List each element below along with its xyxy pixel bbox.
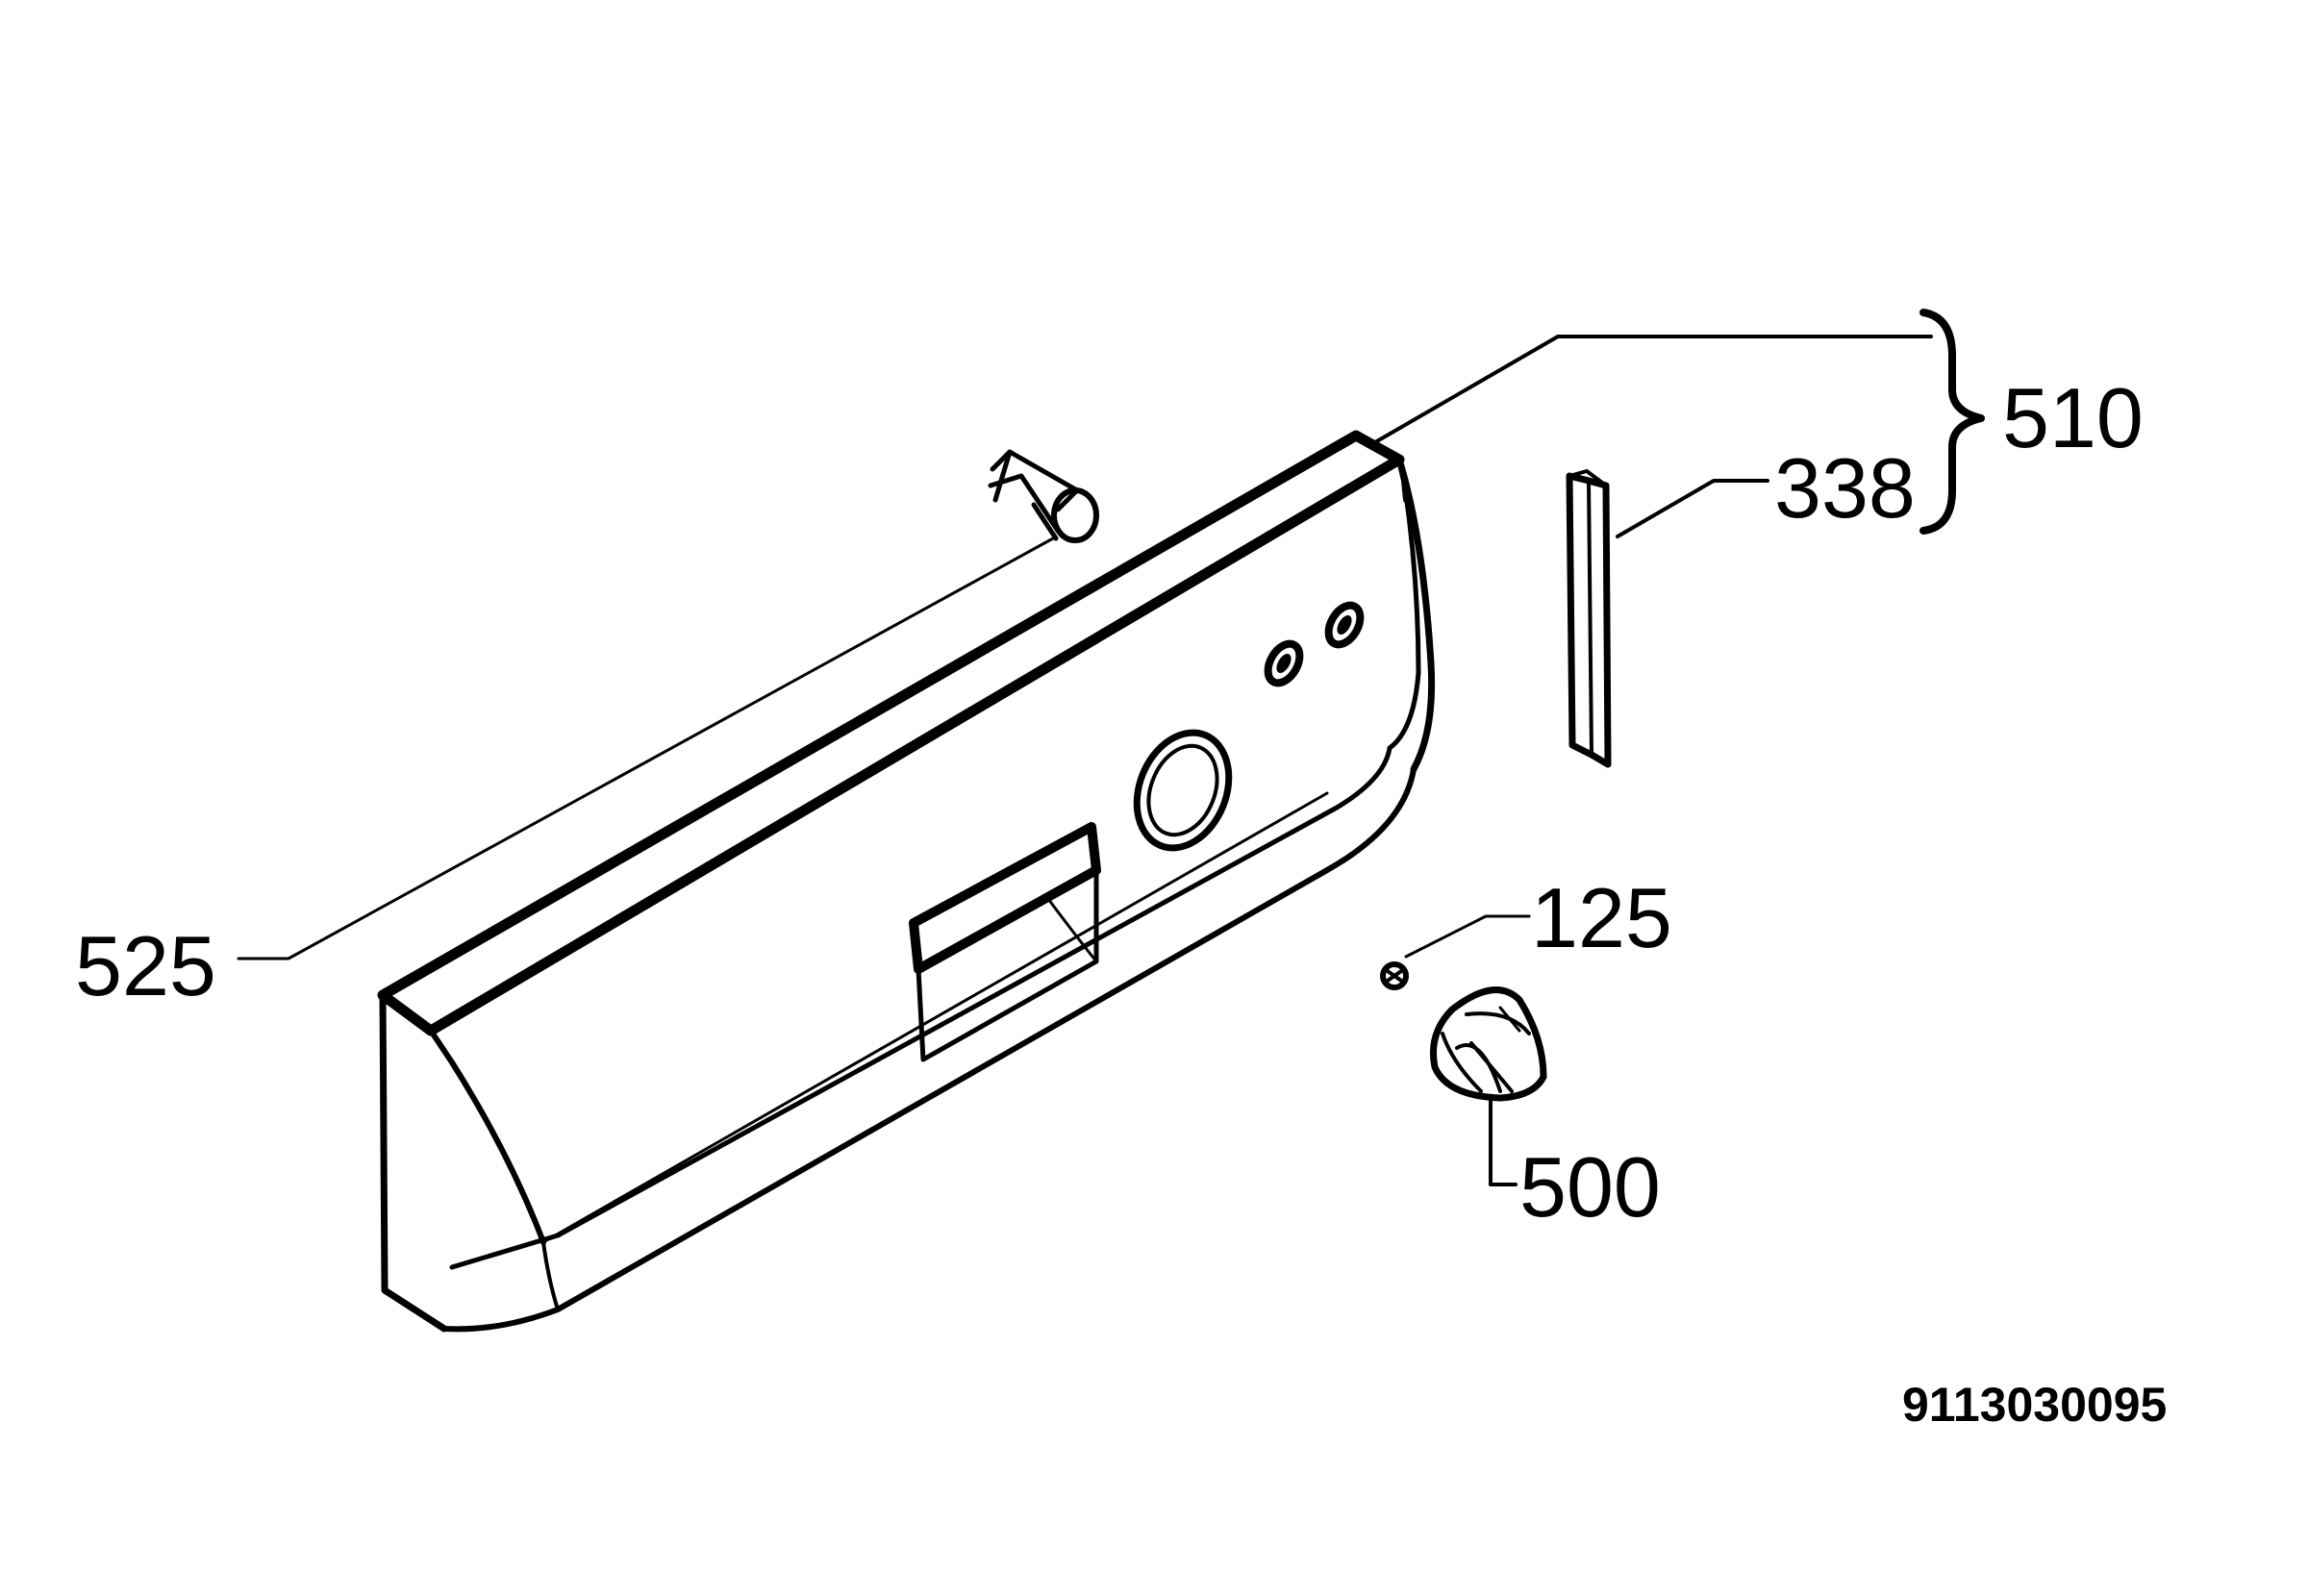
label-510: 510 xyxy=(2002,370,2144,465)
group-brace-510 xyxy=(1919,309,1985,535)
button-hole-left xyxy=(1264,639,1304,687)
leader-lines xyxy=(237,335,1933,1186)
button-hole-right xyxy=(1324,601,1365,649)
knob-500 xyxy=(1429,986,1547,1102)
label-500: 500 xyxy=(1519,1139,1661,1234)
light-guide-338 xyxy=(1566,469,1612,768)
control-panel xyxy=(377,430,1436,1333)
display-window xyxy=(909,822,1101,1062)
label-525: 525 xyxy=(75,918,216,1013)
clip-125 xyxy=(1380,961,1409,990)
push-button-525 xyxy=(988,449,1099,543)
drawing-code: 9113030095 xyxy=(1902,1378,2167,1432)
dial-opening xyxy=(1133,729,1233,852)
label-125: 125 xyxy=(1531,870,1672,965)
label-338: 338 xyxy=(1774,440,1916,536)
